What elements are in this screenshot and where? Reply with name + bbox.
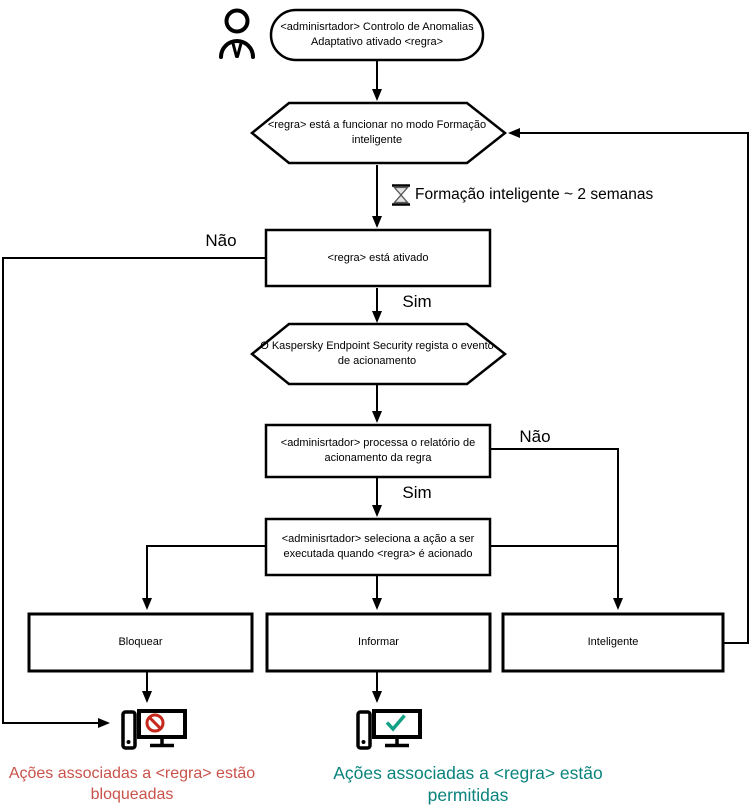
edge-nao-right-to-smart (490, 448, 623, 610)
edge-label-nao-right: Não (519, 427, 551, 447)
allowed-outcome-label: Ações associadas a <regra> estão permiti… (333, 762, 603, 805)
training-mode-hexagon (250, 101, 508, 165)
training-mode-label: <regra> está a funcionar no modo Formaçã… (267, 119, 487, 146)
computer-allowed-icon (356, 709, 422, 750)
person-icon (219, 8, 255, 59)
select-action-box (264, 517, 492, 577)
edge-label-sim-2: Sim (402, 483, 432, 503)
process-report-label: <adminisrtador> processa o relatório de … (280, 437, 476, 464)
edge-select-to-block (142, 545, 266, 610)
start-node-label: <adminisrtador> Controlo de Anomalias Ad… (280, 21, 474, 48)
training-note-label: Formação inteligente ~ 2 semanas (415, 186, 654, 204)
computer-blocked-icon (121, 709, 187, 750)
inform-action-label: Informar (358, 636, 399, 649)
edge-label-nao-left: Não (205, 231, 237, 251)
connectors (2, 60, 749, 728)
edge-label-sim-1: Sim (402, 292, 432, 312)
rule-enabled-box (264, 228, 492, 288)
blocked-outcome-label: Ações associadas a <regra> estão bloquea… (8, 764, 256, 803)
log-event-label: O Kaspersky Endpoint Security regista o … (260, 340, 494, 367)
process-report-box (264, 423, 492, 479)
smart-action-label: Inteligente (587, 636, 639, 649)
rule-enabled-label: <regra> está ativado (327, 251, 429, 264)
check-badge-icon (385, 714, 406, 732)
hourglass-icon (392, 184, 410, 206)
edge-nao-left-to-blocked (2, 257, 266, 728)
block-action-box (27, 612, 254, 673)
select-action-label: <adminisrtador> seleciona a ação a ser e… (281, 533, 475, 560)
smart-action-box (501, 612, 725, 673)
prohibition-badge-icon (145, 713, 165, 733)
inform-action-box (265, 612, 492, 673)
block-action-label: Bloquear (118, 636, 163, 649)
log-event-hexagon (250, 322, 508, 386)
start-node-shape (269, 8, 485, 62)
edge-smart-loop-back (508, 128, 749, 644)
